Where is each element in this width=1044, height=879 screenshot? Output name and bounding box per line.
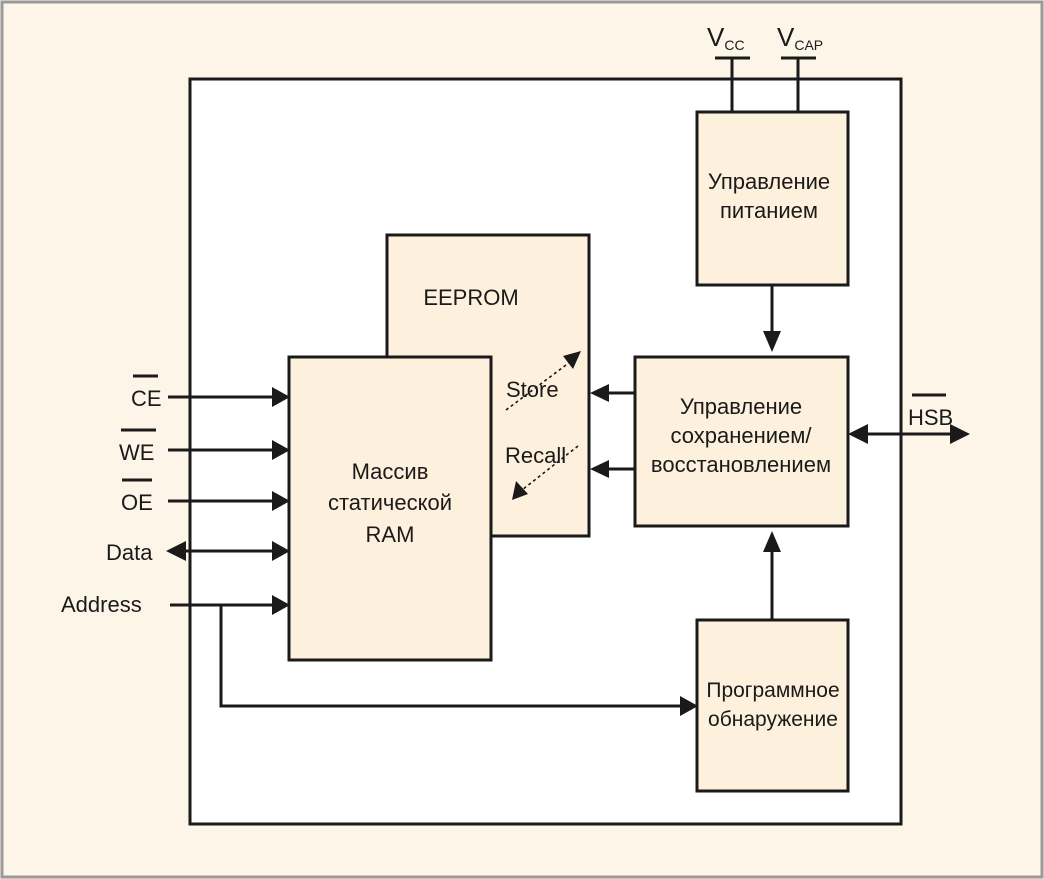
control-to-eeprom-recall-arrow bbox=[590, 460, 635, 478]
store-recall-label-3: восстановлением bbox=[651, 452, 831, 477]
vcap-label: VCAP bbox=[777, 22, 823, 53]
software-detect-label-1: Программное bbox=[706, 679, 839, 702]
address-signal: Address bbox=[61, 592, 698, 716]
we-signal: WE bbox=[119, 428, 290, 465]
power-control-label-1: Управление bbox=[708, 169, 830, 194]
power-to-control-arrowhead bbox=[763, 331, 781, 352]
store-recall-control-block bbox=[633, 355, 850, 528]
sram-label-1: Массив bbox=[352, 459, 429, 484]
detect-to-control-arrowhead bbox=[763, 531, 781, 552]
power-control-label-2: питанием bbox=[720, 198, 818, 223]
vcc-pin: VCC bbox=[707, 22, 750, 112]
oe-label: OE bbox=[121, 490, 153, 515]
sram-label-2: статической bbox=[328, 490, 452, 515]
hsb-bidirectional-arrow bbox=[848, 424, 970, 444]
vcap-pin: VCAP bbox=[777, 22, 823, 112]
hsb-label: HSB bbox=[908, 405, 953, 430]
store-label: Store bbox=[506, 377, 559, 402]
store-recall-label-1: Управление bbox=[680, 394, 802, 419]
store-recall-label-2: сохранением/ bbox=[670, 423, 812, 448]
recall-arrow bbox=[512, 445, 579, 500]
ce-label: CE bbox=[131, 386, 162, 411]
data-label: Data bbox=[106, 540, 153, 565]
eeprom-label: EEPROM bbox=[423, 285, 518, 310]
software-detect-label-2: обнаружение bbox=[708, 708, 838, 731]
sram-array-block bbox=[287, 355, 493, 662]
ce-signal: CE bbox=[131, 374, 290, 411]
sram-label-3: RAM bbox=[366, 522, 415, 547]
recall-label: Recall bbox=[505, 443, 566, 468]
store-arrow bbox=[505, 351, 581, 411]
vcc-label: VCC bbox=[707, 22, 745, 53]
data-signal: Data bbox=[106, 540, 290, 565]
control-to-eeprom-store-arrow bbox=[590, 384, 635, 402]
software-detect-block bbox=[695, 618, 850, 793]
address-label: Address bbox=[61, 592, 142, 617]
we-label: WE bbox=[119, 440, 154, 465]
oe-signal: OE bbox=[121, 478, 290, 515]
power-control-block bbox=[695, 110, 850, 287]
